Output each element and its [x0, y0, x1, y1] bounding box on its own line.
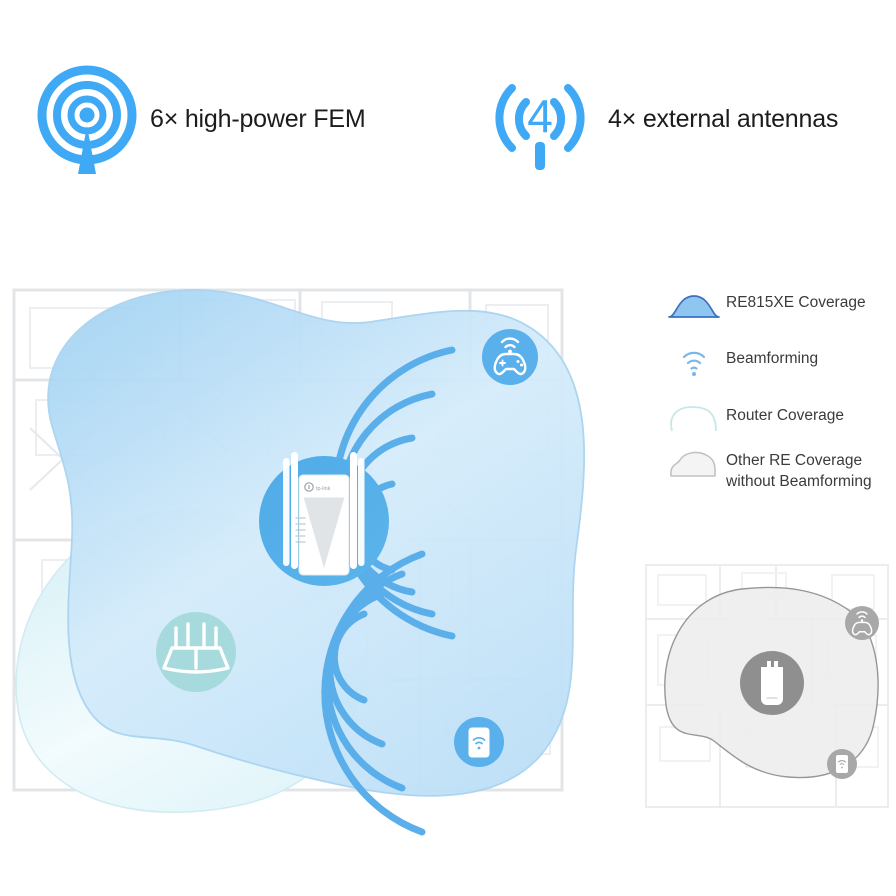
extender-antennas — [283, 452, 365, 569]
teal-outline-blob-swatch — [668, 405, 720, 441]
feature-highlight-row: 6× high-power FEM 4 4× external antennas — [0, 60, 896, 180]
feature-high-power-fem-label: 6× high-power FEM — [150, 104, 366, 133]
legend-item-re815xe-coverage-label: RE815XE Coverage — [726, 294, 866, 311]
router-device[interactable] — [156, 612, 236, 692]
wifi-signal-icon — [668, 348, 720, 384]
re815xe-extender[interactable]: tp-link — [259, 452, 389, 586]
legend-item-router-coverage-label: Router Coverage — [726, 407, 845, 424]
game-controller-device-gray[interactable] — [845, 606, 879, 640]
legend: RE815XE Coverage Beamforming — [668, 292, 896, 512]
svg-text:tp-link: tp-link — [316, 486, 331, 492]
game-controller-device[interactable] — [482, 329, 538, 385]
external-antennas-icon: 4 — [490, 60, 600, 178]
extender-led-strip — [295, 517, 306, 543]
feature-high-power-fem: 6× high-power FEM — [32, 60, 366, 178]
legend-item-re815xe-coverage: RE815XE Coverage — [668, 292, 866, 328]
smartphone-device[interactable] — [454, 717, 504, 767]
antenna-count-value: 4 — [527, 90, 553, 142]
other-re-coverage-floorplan — [636, 555, 896, 817]
coverage-illustration-stage: tp-link — [0, 250, 896, 896]
legend-item-router-coverage: Router Coverage — [668, 405, 844, 441]
legend-item-other-re-coverage: Other RE Coverage without Beamforming — [668, 450, 896, 492]
gray-outline-blob-swatch — [668, 450, 720, 486]
generic-extender[interactable] — [740, 651, 804, 715]
legend-item-beamforming-label: Beamforming — [726, 350, 819, 367]
beamforming-beam-down-right — [321, 550, 426, 836]
legend-item-other-re-coverage-label: Other RE Coverage without Beamforming — [726, 450, 896, 492]
legend-other-re-line2: without Beamforming — [726, 473, 872, 490]
smartphone-device-gray[interactable] — [827, 749, 857, 779]
re815xe-coverage-floorplan: tp-link — [0, 250, 620, 836]
legend-item-beamforming: Beamforming — [668, 348, 818, 384]
legend-other-re-line1: Other RE Coverage — [726, 452, 863, 469]
tp-link-logo: tp-link — [304, 482, 331, 492]
filled-blue-blob-swatch — [668, 292, 720, 328]
high-power-fem-antenna-icon — [32, 60, 142, 178]
feature-external-antennas-label: 4× external antennas — [608, 104, 839, 133]
feature-external-antennas: 4 4× external antennas — [490, 60, 838, 178]
